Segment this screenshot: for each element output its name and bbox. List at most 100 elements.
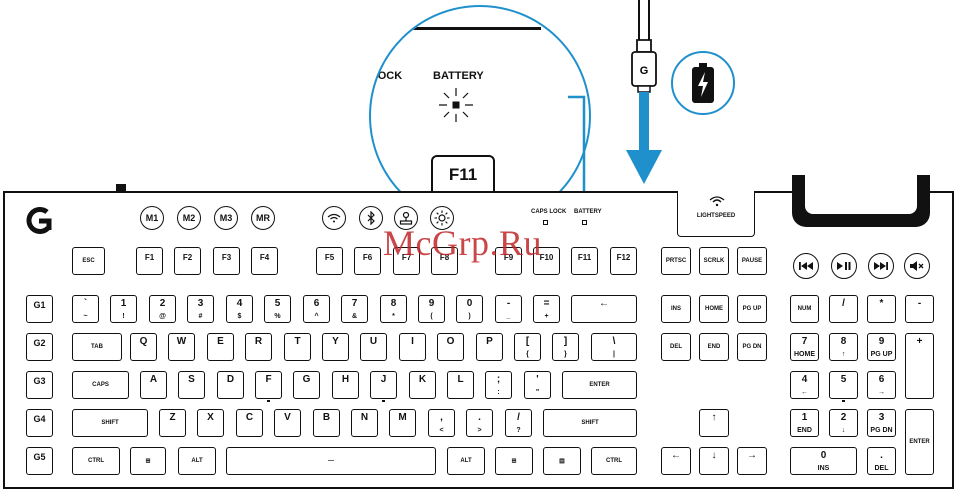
key[interactable]: -_ [495,295,522,323]
bluetooth-button[interactable] [359,206,383,230]
key[interactable]: L [447,371,474,399]
key[interactable]: 8↑ [829,333,858,361]
key[interactable]: F1 [136,247,163,275]
key[interactable]: T [284,333,311,361]
key[interactable]: .DEL [867,447,896,475]
key[interactable]: 5% [264,295,291,323]
key[interactable]: SHIFT [543,409,637,437]
key[interactable]: F4 [251,247,278,275]
key[interactable]: PRTSC [661,247,691,275]
key[interactable]: ▤ [543,447,581,475]
key[interactable]: A [140,371,167,399]
key[interactable]: G2 [26,333,53,361]
key[interactable]: G1 [26,295,53,323]
key[interactable]: ← [661,447,691,475]
key[interactable]: I [399,333,426,361]
key[interactable]: 3# [187,295,214,323]
key[interactable]: M [389,409,416,437]
key[interactable]: ]} [552,333,579,361]
key[interactable]: G4 [26,409,53,437]
key[interactable]: ALT [447,447,485,475]
key[interactable]: G3 [26,371,53,399]
key[interactable]: Z [159,409,186,437]
key[interactable]: - [905,295,934,323]
key[interactable]: U [360,333,387,361]
key[interactable]: TAB [72,333,122,361]
key[interactable]: 6→ [867,371,896,399]
key[interactable]: → [737,447,767,475]
key[interactable]: F10 [533,247,560,275]
key[interactable]: SCRLK [699,247,729,275]
key[interactable]: 5 [829,371,858,402]
key[interactable]: PG DN [737,333,767,361]
key[interactable]: G5 [26,447,53,475]
key[interactable]: ⊞ [495,447,533,475]
key[interactable]: ENTER [562,371,637,399]
key[interactable]: G [293,371,320,399]
key[interactable]: ↑ [699,409,729,437]
key[interactable]: 9( [418,295,445,323]
key[interactable]: 2↓ [829,409,858,437]
key[interactable]: 1! [110,295,137,323]
key[interactable]: Y [322,333,349,361]
macro-key-mr[interactable]: MR [251,206,275,230]
macro-key-m1[interactable]: M1 [140,206,164,230]
key[interactable]: PG UP [737,295,767,323]
key[interactable]: Q [130,333,157,361]
key[interactable]: ENTER [905,409,934,475]
mute-button[interactable] [904,253,930,279]
key[interactable]: '" [524,371,551,399]
key[interactable]: 0) [456,295,483,323]
key[interactable]: ← [571,295,637,323]
key[interactable]: E [207,333,234,361]
key[interactable]: 8* [380,295,407,323]
key[interactable]: ,< [428,409,455,437]
key[interactable]: ALT [178,447,216,475]
key[interactable]: DEL [661,333,691,361]
key[interactable]: S [178,371,205,399]
prev-track-button[interactable] [793,253,819,279]
key[interactable]: F3 [213,247,240,275]
key[interactable]: X [197,409,224,437]
key[interactable]: F12 [610,247,637,275]
key[interactable]: 4← [790,371,819,399]
key[interactable]: B [313,409,340,437]
key[interactable]: INS [661,295,691,323]
key[interactable]: ;: [485,371,512,399]
lightspeed-toggle-button[interactable] [322,206,346,230]
key[interactable]: F11 [571,247,598,275]
key[interactable]: PAUSE [737,247,767,275]
key[interactable]: — [226,447,436,475]
key[interactable]: ↓ [699,447,729,475]
key[interactable]: C [236,409,263,437]
key[interactable]: F9 [495,247,522,275]
brightness-button[interactable] [430,206,454,230]
next-track-button[interactable] [868,253,894,279]
key[interactable]: J [370,371,397,402]
key[interactable]: `~ [72,295,99,323]
key[interactable]: O [437,333,464,361]
key[interactable]: F6 [354,247,381,275]
key[interactable]: K [409,371,436,399]
game-mode-button[interactable] [394,206,418,230]
key[interactable]: F7 [393,247,420,275]
key[interactable]: SHIFT [72,409,148,437]
key[interactable]: 7& [341,295,368,323]
key[interactable]: N [351,409,378,437]
play-pause-button[interactable] [831,253,857,279]
key[interactable]: END [699,333,729,361]
key[interactable]: / [829,295,858,323]
key[interactable]: D [217,371,244,399]
key[interactable]: 4$ [226,295,253,323]
key[interactable]: * [867,295,896,323]
key[interactable]: + [905,333,934,399]
key[interactable]: HOME [699,295,729,323]
key[interactable]: NUM [790,295,819,323]
key[interactable]: R [245,333,272,361]
key[interactable]: H [332,371,359,399]
